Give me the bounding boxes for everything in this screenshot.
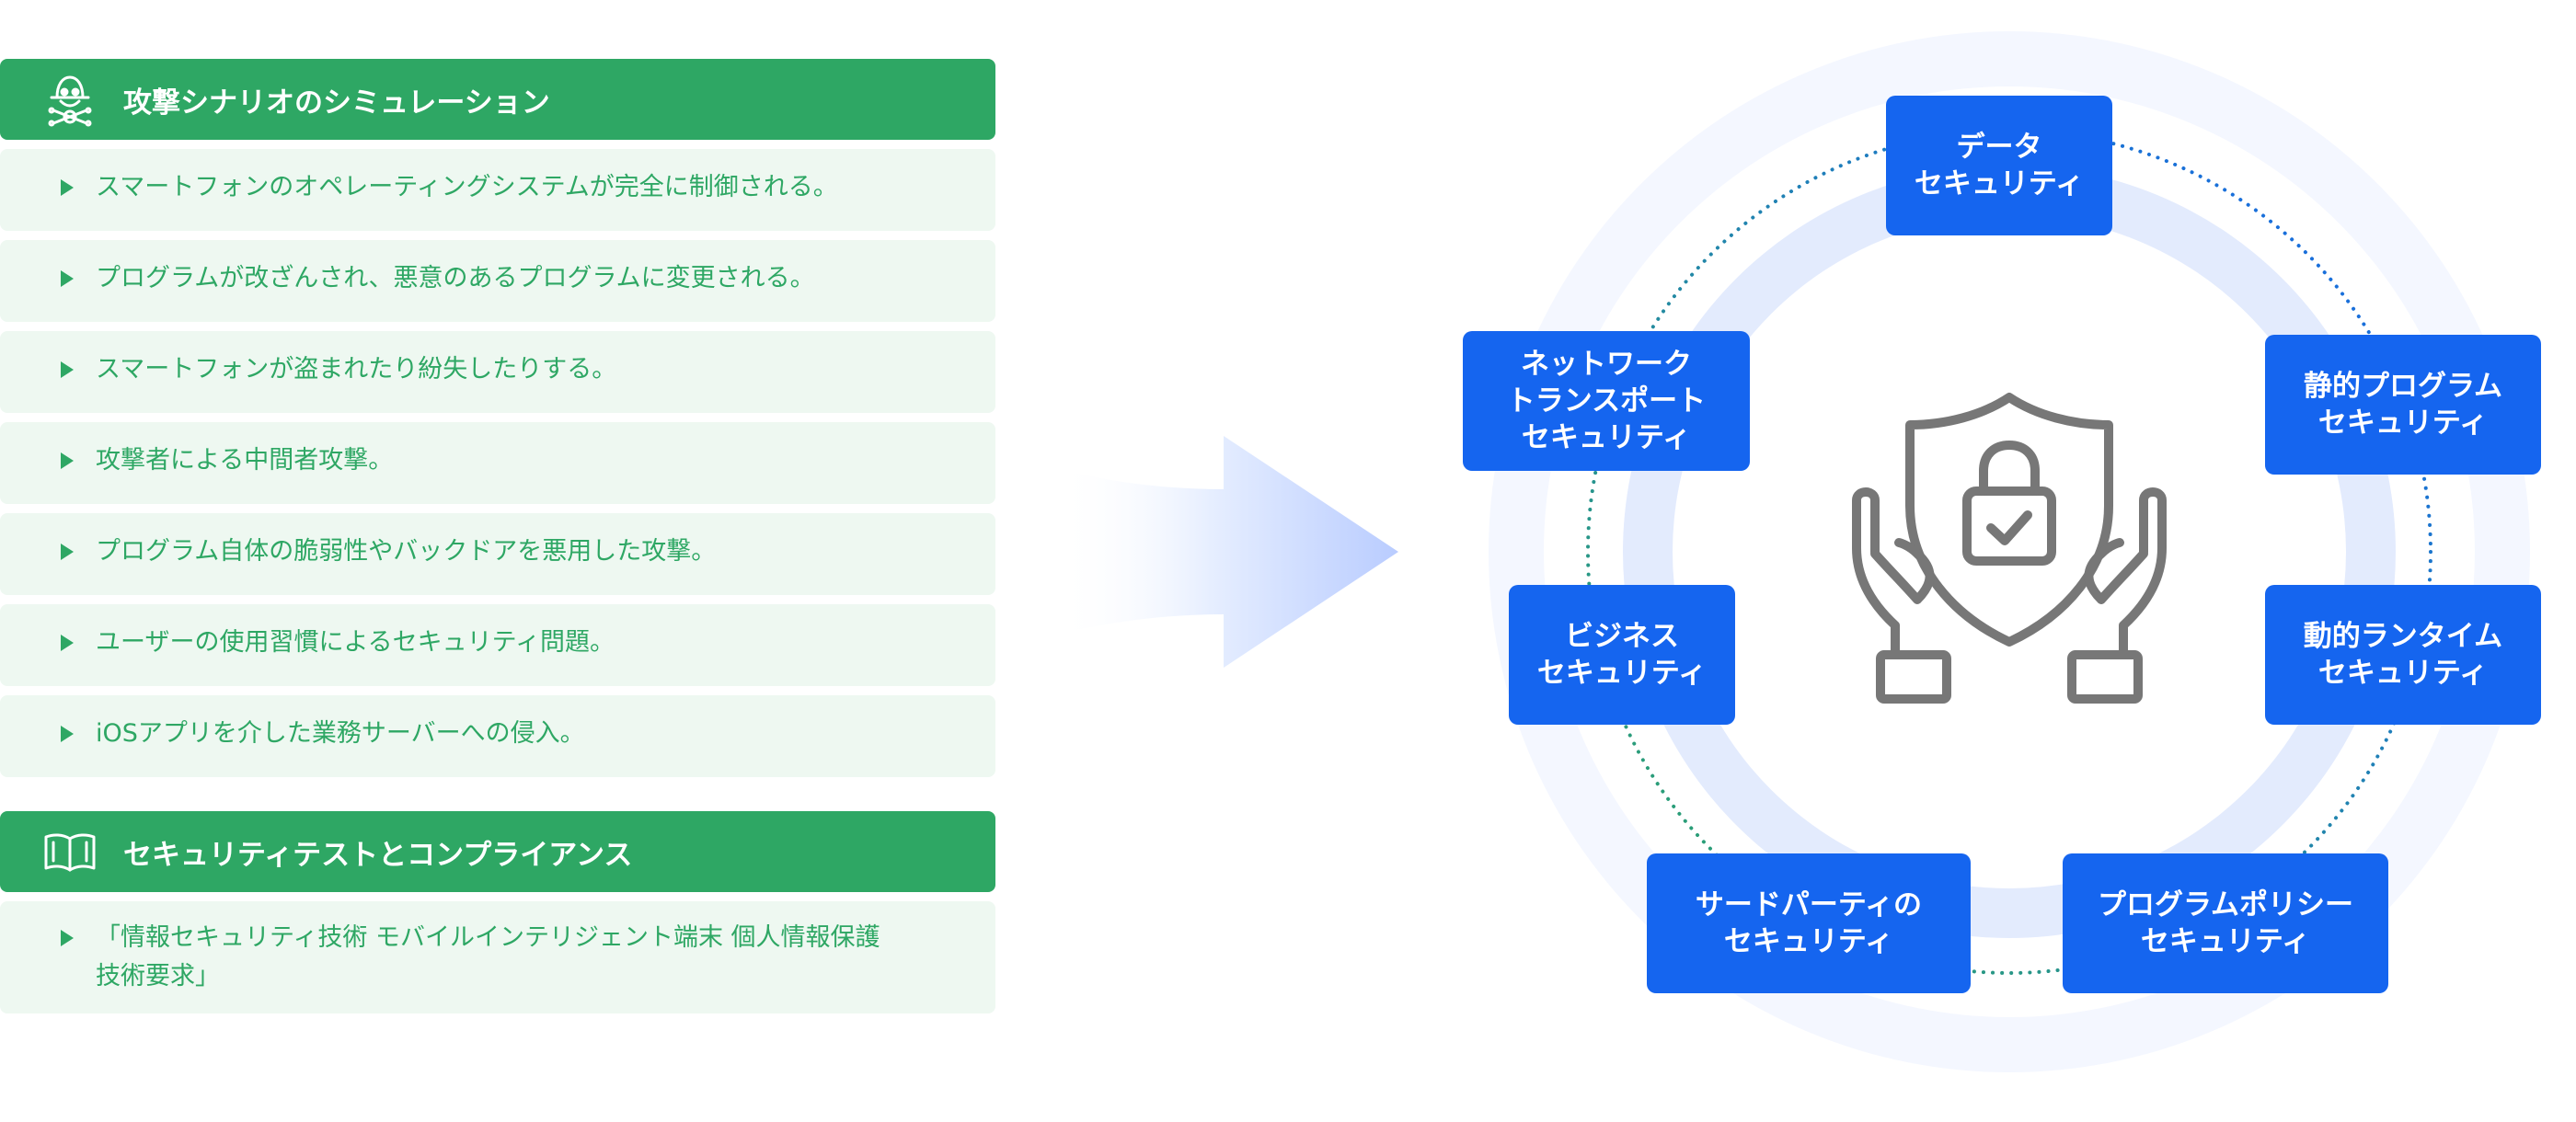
bullet-triangle-icon — [61, 635, 74, 651]
attack-scenario-header: 攻撃シナリオのシミュレーション — [0, 59, 995, 140]
list-item: 「情報セキュリティ技術 モバイルインテリジェント端末 個人情報保護技術要求」 — [0, 901, 995, 1013]
node-network-transport-security: ネットワーク トランスポート セキュリティ — [1463, 331, 1750, 471]
bullet-triangle-icon — [61, 726, 74, 742]
list-item-text: スマートフォンが盗まれたり紛失したりする。 — [96, 355, 617, 384]
list-item: スマートフォンのオペレーティングシステムが完全に制御される。 — [0, 149, 995, 231]
list-item-text: スマートフォンのオペレーティングシステムが完全に制御される。 — [96, 173, 838, 201]
compliance-title: セキュリティテストとコンプライアンス — [123, 838, 633, 872]
node-static-program-security: 静的プログラム セキュリティ — [2265, 335, 2541, 475]
list-item-text: 「情報セキュリティ技術 モバイルインテリジェント端末 個人情報保護技術要求」 — [96, 923, 880, 990]
list-item-text: プログラム自体の脆弱性やバックドアを悪用した攻撃。 — [96, 537, 717, 566]
list-item: プログラムが改ざんされ、悪意のあるプログラムに変更される。 — [0, 240, 995, 322]
right-arrow-icon — [1058, 436, 1398, 668]
bullet-triangle-icon — [61, 544, 74, 560]
list-item: iOSアプリを介した業務サーバーへの侵入。 — [0, 695, 995, 777]
list-item: ユーザーの使用習慣によるセキュリティ問題。 — [0, 604, 995, 686]
bullet-triangle-icon — [61, 930, 74, 946]
bullet-triangle-icon — [61, 179, 74, 196]
list-item: 攻撃者による中間者攻撃。 — [0, 422, 995, 504]
hacker-icon — [39, 68, 101, 131]
list-item: スマートフォンが盗まれたり紛失したりする。 — [0, 331, 995, 413]
list-item-text: iOSアプリを介した業務サーバーへの侵入。 — [96, 719, 585, 748]
compliance-header: セキュリティテストとコンプライアンス — [0, 811, 995, 892]
bullet-triangle-icon — [61, 270, 74, 287]
bullet-triangle-icon — [61, 452, 74, 469]
list-item-text: 攻撃者による中間者攻撃。 — [96, 446, 394, 475]
node-data-security: データ セキュリティ — [1886, 96, 2112, 235]
list-item-text: ユーザーの使用習慣によるセキュリティ問題。 — [96, 628, 615, 657]
diagram-rings — [1489, 31, 2530, 1072]
attack-scenario-panel: 攻撃シナリオのシミュレーション スマートフォンのオペレーティングシステムが完全に… — [0, 59, 995, 777]
list-item: プログラム自体の脆弱性やバックドアを悪用した攻撃。 — [0, 513, 995, 595]
list-item-text: プログラムが改ざんされ、悪意のあるプログラムに変更される。 — [96, 264, 815, 292]
node-program-policy-security: プログラムポリシー セキュリティ — [2063, 853, 2388, 993]
shield-lock-hands-icon — [1852, 393, 2167, 704]
compliance-panel: セキュリティテストとコンプライアンス 「情報セキュリティ技術 モバイルインテリジ… — [0, 811, 995, 1013]
security-diagram: データ セキュリティ 静的プログラム セキュリティ 動的ランタイム セキュリティ… — [1454, 0, 2576, 1122]
node-third-party-security: サードパーティの セキュリティ — [1647, 853, 1971, 993]
node-dynamic-runtime-security: 動的ランタイム セキュリティ — [2265, 585, 2541, 725]
open-book-icon — [39, 820, 101, 883]
attack-scenario-title: 攻撃シナリオのシミュレーション — [123, 86, 550, 120]
node-business-security: ビジネス セキュリティ — [1509, 585, 1735, 725]
bullet-triangle-icon — [61, 361, 74, 378]
